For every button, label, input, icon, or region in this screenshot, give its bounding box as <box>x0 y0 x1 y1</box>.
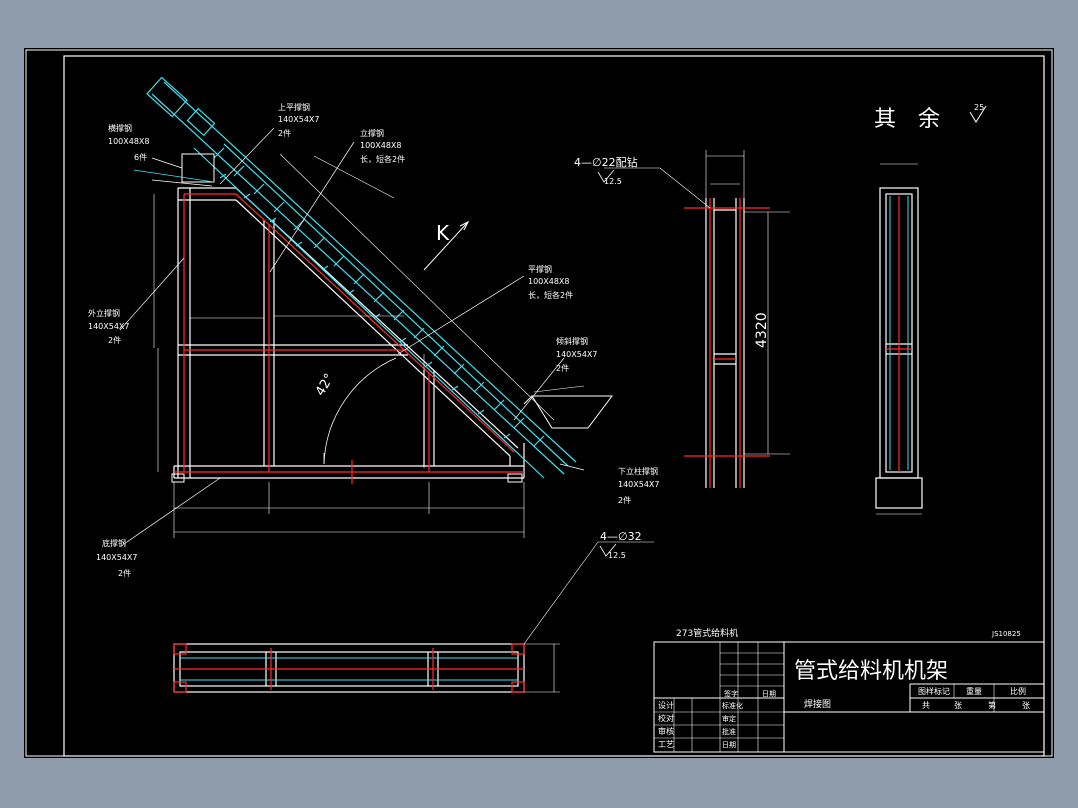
label-top-flat: 上平撑钢 <box>278 102 310 112</box>
label-flat: 平撑钢 <box>528 264 552 274</box>
label-lower-col: 下立柱撑钢 <box>618 466 658 476</box>
col-header-scale: 比例 <box>1010 686 1026 696</box>
bottom-hole-roughness: 12.5 <box>608 551 626 560</box>
remaining-roughness-label: 其 余 <box>874 107 940 132</box>
view-direction-arrow <box>423 220 470 271</box>
label-outer-col-spec: 140X54X7 <box>88 322 130 331</box>
sheet-total-unit: 张 <box>954 701 962 710</box>
right-view <box>875 163 923 515</box>
label-flat-spec: 100X48X8 <box>528 277 570 286</box>
view-letter: K <box>436 221 450 245</box>
label-top-flat-spec: 140X54X7 <box>278 115 320 124</box>
drawing-title: 管式给料机机架 <box>794 659 948 684</box>
role-standard: 标准化 <box>722 701 743 710</box>
drawing-subtitle: 焊接图 <box>804 698 831 710</box>
label-lower-col-qty: 2件 <box>618 495 631 505</box>
front-view: 横撑钢 100X48X8 6件 上平撑钢 140X54X7 2件 立撑钢 100… <box>88 76 660 578</box>
drawing-canvas: 横撑钢 100X48X8 6件 上平撑钢 140X54X7 2件 立撑钢 100… <box>25 49 1053 757</box>
side-view: 4—∅22配钻 12.5 4320 <box>574 150 790 488</box>
role-process: 工艺 <box>658 740 674 749</box>
role-approve: 审定 <box>722 714 736 723</box>
label-vertical-qty: 长，短各2件 <box>360 154 405 164</box>
drawing-number: JS10825 <box>991 630 1021 638</box>
side-hole-note: 4—∅22配钻 <box>574 155 638 169</box>
outer-border <box>25 49 1053 757</box>
role-ratify: 批准 <box>722 727 736 736</box>
label-vertical: 立撑钢 <box>360 128 384 138</box>
bottom-view: 4—∅32 12.5 <box>173 530 654 693</box>
remaining-roughness-value: 25 <box>974 103 984 112</box>
label-fan-steel: 横撑钢 <box>108 123 132 133</box>
label-slope: 倾斜撑钢 <box>556 336 588 346</box>
angle-label: 42° <box>313 371 338 398</box>
label-lower-col-spec: 140X54X7 <box>618 480 660 489</box>
role-design: 设计 <box>658 700 674 710</box>
date-header: 日期 <box>762 690 776 698</box>
col-header-marks: 图样标记 <box>918 686 950 696</box>
role-check: 校对 <box>658 713 674 723</box>
label-fan-steel-spec: 100X48X8 <box>108 137 150 146</box>
label-top-flat-qty: 2件 <box>278 128 291 138</box>
role-review: 审核 <box>658 726 674 736</box>
label-fan-steel-qty: 6件 <box>134 152 147 162</box>
label-bottom-spec: 140X54X7 <box>96 553 138 562</box>
sheet-total-label: 共 <box>922 701 930 710</box>
label-bottom: 底撑钢 <box>102 538 126 548</box>
sign-header: 签字 <box>724 689 738 698</box>
bottom-hole-note: 4—∅32 <box>600 530 642 543</box>
sheet-no-label: 第 <box>988 700 996 710</box>
label-outer-col-qty: 2件 <box>108 335 121 345</box>
side-height-dim: 4320 <box>754 312 770 348</box>
label-bottom-qty: 2件 <box>118 568 131 578</box>
cad-sheet: 横撑钢 100X48X8 6件 上平撑钢 140X54X7 2件 立撑钢 100… <box>24 48 1054 758</box>
role-date: 日期 <box>722 741 736 749</box>
col-header-weight: 重量 <box>966 686 982 696</box>
inner-border <box>63 55 1045 757</box>
label-outer-col: 外立撑钢 <box>88 308 120 318</box>
label-slope-spec: 140X54X7 <box>556 350 598 359</box>
label-slope-qty: 2件 <box>556 363 569 373</box>
label-flat-qty: 长，短各2件 <box>528 290 573 300</box>
sheet-no-unit: 张 <box>1022 701 1030 710</box>
label-vertical-spec: 100X48X8 <box>360 141 402 150</box>
project-name: 273管式给料机 <box>676 627 738 639</box>
side-hole-roughness: 12.5 <box>604 177 622 186</box>
title-block: 273管式给料机 JS10825 <box>653 627 1045 753</box>
